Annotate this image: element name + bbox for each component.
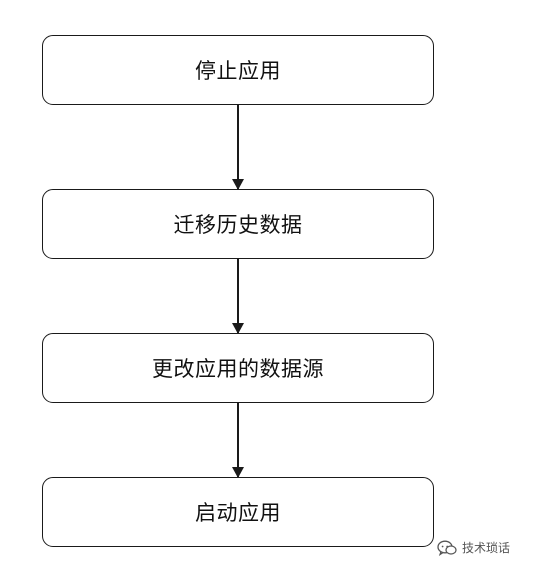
- flow-step-label: 更改应用的数据源: [152, 357, 324, 381]
- flow-arrow: [232, 403, 244, 478]
- watermark: 技术琐话: [437, 539, 510, 556]
- flow-arrow: [232, 259, 244, 334]
- watermark-text: 技术琐话: [461, 541, 510, 555]
- flow-step-stop-app: 停止应用: [42, 35, 434, 105]
- flow-step-start-app: 启动应用: [42, 477, 434, 547]
- flow-step-label: 启动应用: [195, 501, 281, 525]
- flow-step-migrate-data: 迁移历史数据: [42, 189, 434, 259]
- flow-step-label: 停止应用: [195, 59, 281, 83]
- flow-arrow: [232, 105, 244, 190]
- flow-step-change-datasource: 更改应用的数据源: [42, 333, 434, 403]
- wechat-icon: [437, 540, 457, 556]
- flow-step-label: 迁移历史数据: [173, 213, 303, 237]
